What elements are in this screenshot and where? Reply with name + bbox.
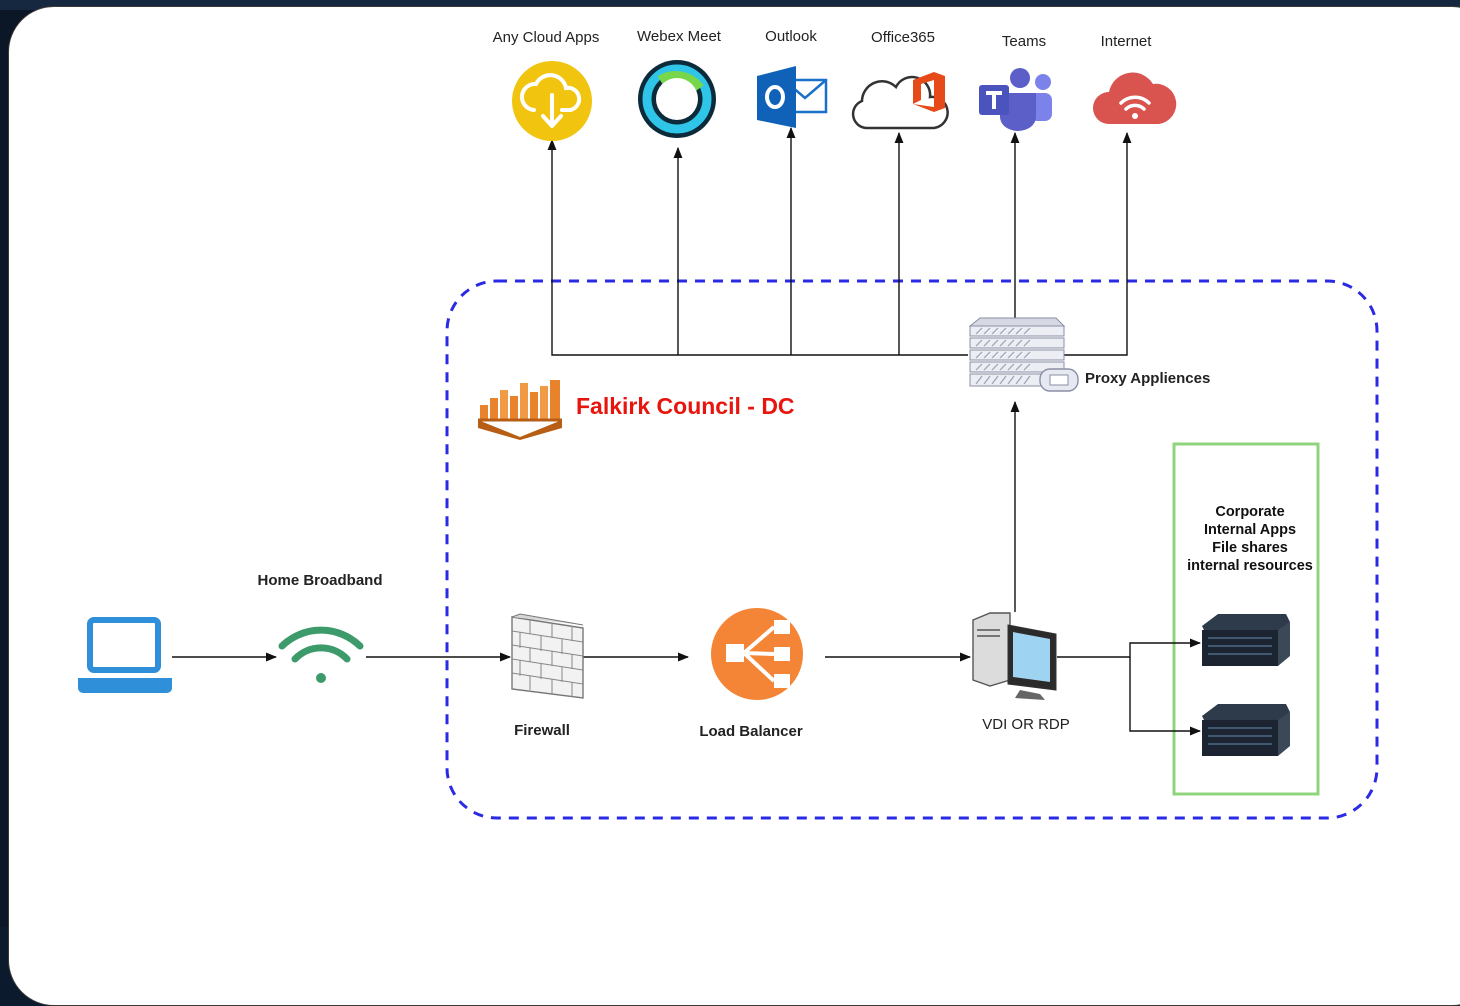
label-any-cloud-apps: Any Cloud Apps xyxy=(492,29,600,46)
label-vdi-rdp: VDI OR RDP xyxy=(982,716,1070,733)
outlook-icon[interactable] xyxy=(757,66,828,128)
label-webex-meet: Webex Meet xyxy=(637,28,721,45)
label-office365: Office365 xyxy=(871,29,935,46)
label-teams: Teams xyxy=(1001,33,1047,50)
webex-icon[interactable] xyxy=(638,60,716,138)
flow-connectors xyxy=(172,638,1202,736)
office365-cloud-icon[interactable] xyxy=(851,72,949,130)
teams-icon[interactable] xyxy=(979,68,1052,131)
internet-cloud-wifi-icon[interactable] xyxy=(1093,72,1177,124)
label-load-balancer: Load Balancer xyxy=(699,723,803,740)
diagram-canvas xyxy=(8,6,1460,1006)
load-balancer-icon[interactable] xyxy=(711,608,803,700)
label-internet: Internet xyxy=(1100,33,1152,50)
label-home-broadband: Home Broadband xyxy=(257,572,383,589)
label-firewall: Firewall xyxy=(514,722,570,739)
datacenter-title: Falkirk Council - DC xyxy=(576,393,795,419)
vdi-workstation-icon[interactable] xyxy=(972,612,1057,700)
wifi-icon xyxy=(278,626,364,683)
corporate-line: Internal Apps xyxy=(1203,522,1297,538)
server-icon[interactable] xyxy=(1202,704,1290,756)
corporate-line: internal resources xyxy=(1187,558,1313,574)
server-icon[interactable] xyxy=(1202,614,1290,666)
corporate-line: Corporate xyxy=(1215,504,1285,520)
datacenter-logo-icon xyxy=(478,380,562,440)
corporate-resources-box xyxy=(1172,442,1320,796)
cloud-download-icon[interactable] xyxy=(512,61,592,141)
proxy-appliance-icon[interactable] xyxy=(968,317,1079,392)
firewall-icon[interactable] xyxy=(511,613,584,699)
proxy-connectors xyxy=(547,126,1132,612)
network-diagram xyxy=(78,60,1379,820)
label-outlook: Outlook xyxy=(765,28,817,45)
laptop-icon[interactable] xyxy=(78,617,172,693)
corporate-resources-text: Corporate Internal Apps File shares inte… xyxy=(1176,503,1324,575)
corporate-line: File shares xyxy=(1212,540,1288,556)
datacenter-boundary xyxy=(445,279,1379,820)
label-proxy-appliances: Proxy Appliences xyxy=(1085,370,1211,387)
